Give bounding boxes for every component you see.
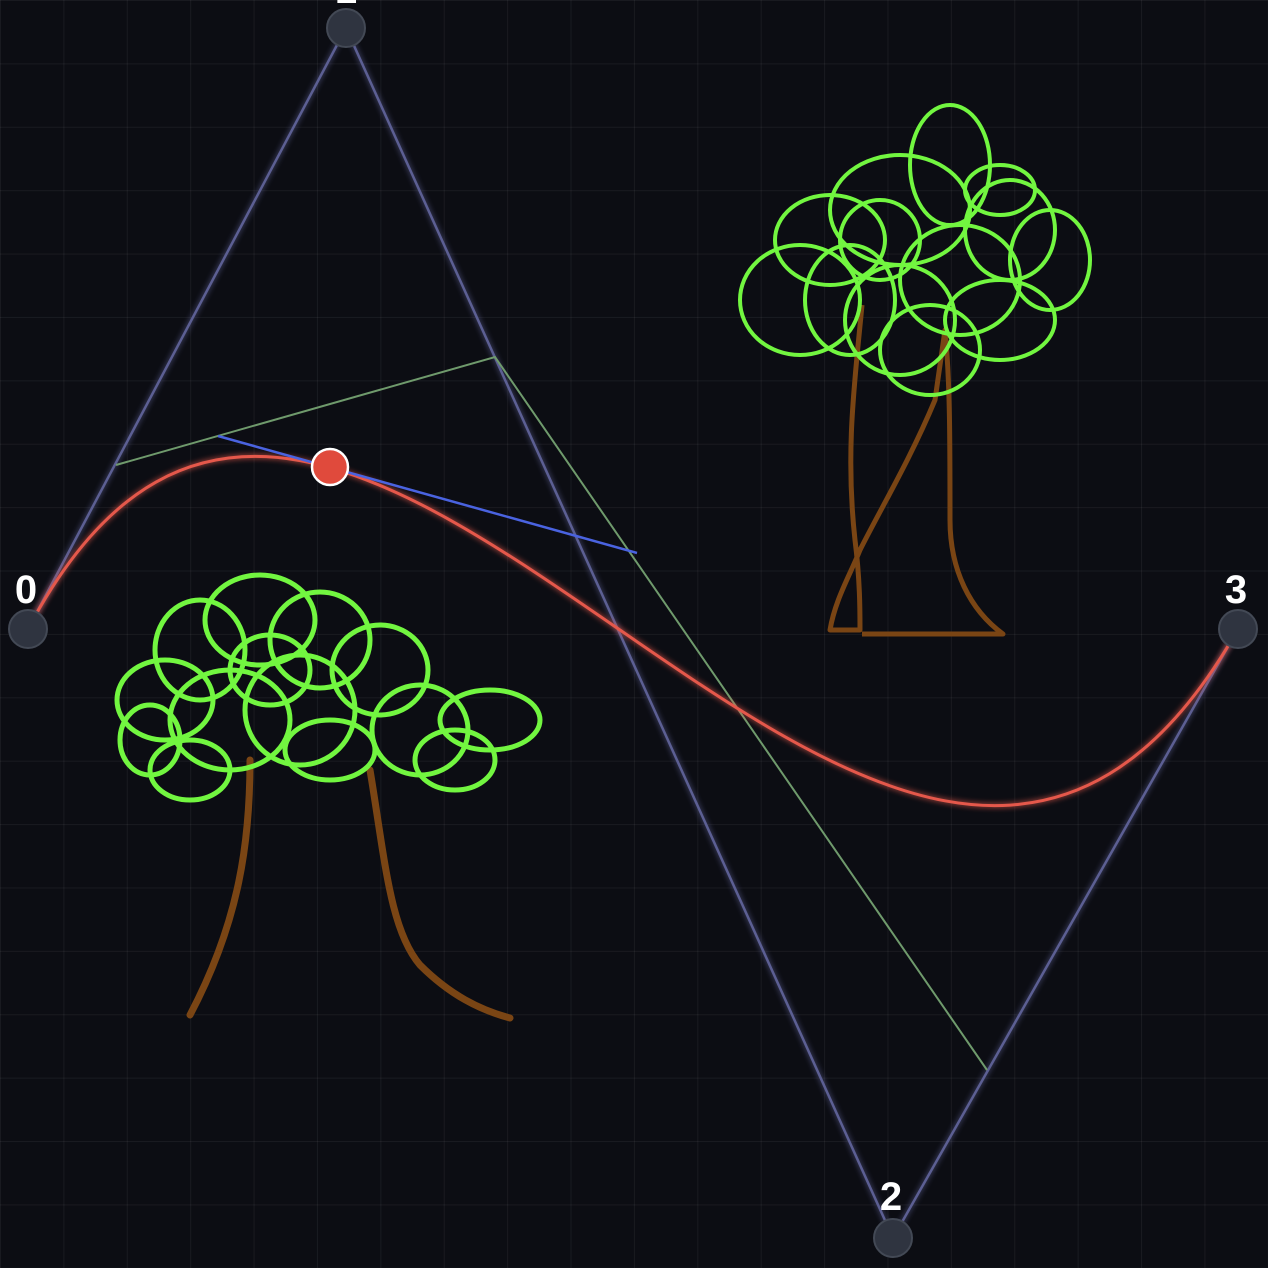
tree-left [114,572,543,1022]
control-point-2[interactable]: 2 [873,1175,913,1258]
construction-lines [115,355,988,1071]
tree-right-trunk [827,304,1006,637]
tree-right [738,103,1092,637]
bezier-curve [26,454,1240,808]
tree-left-trunk [186,756,514,1022]
control-point-3[interactable]: 3 [1218,568,1258,649]
control-polygon [26,25,1240,1241]
control-label-1: 1 [335,0,357,12]
control-point-0[interactable]: 0 [8,568,48,649]
control-label-3: 3 [1225,568,1247,612]
control-label-0: 0 [15,568,37,612]
control-point-1[interactable]: 1 [326,0,366,48]
control-handle-0[interactable] [8,609,48,649]
tree-right-foliage [738,103,1092,397]
tangent-line [217,434,638,555]
control-handle-2[interactable] [873,1218,913,1258]
curve-position-marker[interactable] [310,447,350,487]
tree-left-foliage [114,572,543,803]
control-handle-3[interactable] [1218,609,1258,649]
control-label-2: 2 [880,1175,902,1219]
control-handle-1[interactable] [326,8,366,48]
